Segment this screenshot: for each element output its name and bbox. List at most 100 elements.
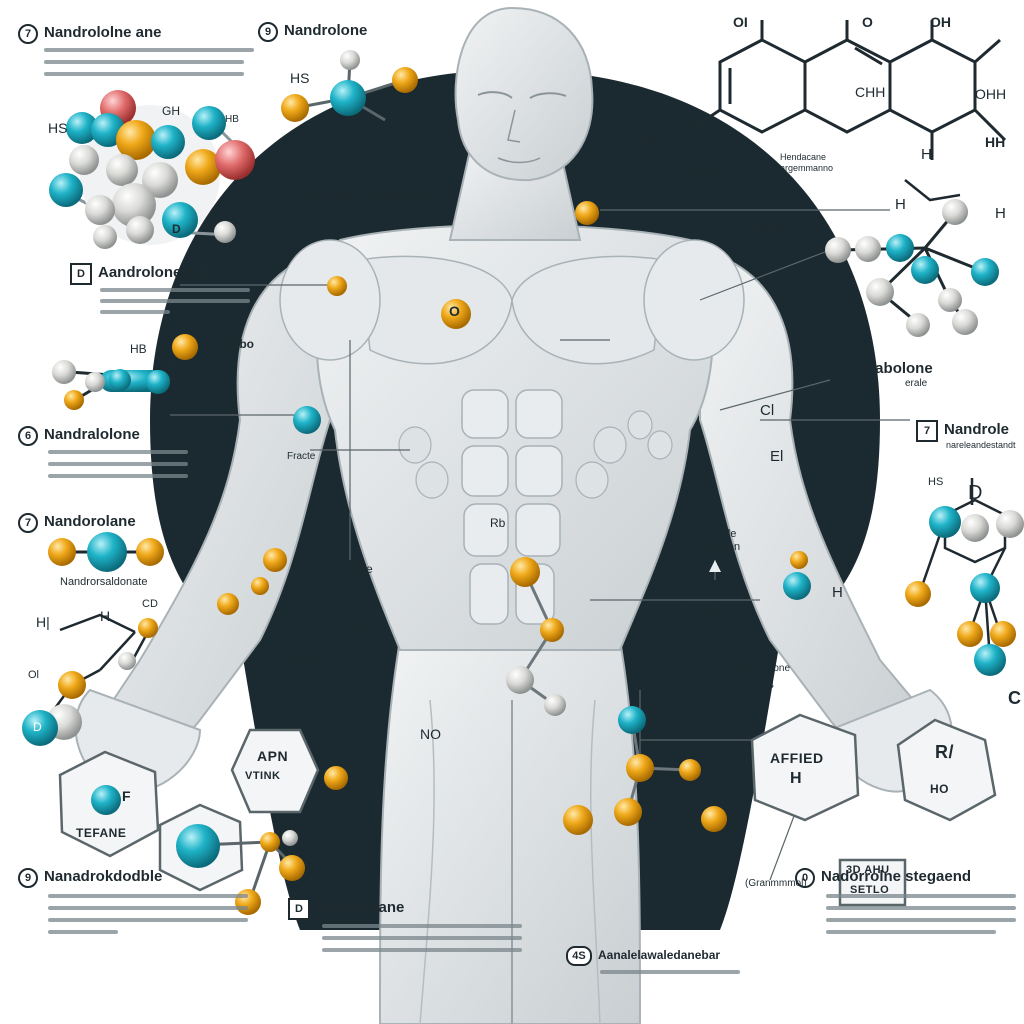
mol-c-r: C (1008, 688, 1021, 708)
panel-1-marker: 7 (18, 24, 38, 44)
label-fracta: Fracte (287, 451, 316, 462)
mol-hs-top: HS (290, 70, 310, 86)
mol-h3: H (995, 205, 1006, 222)
mol-gh: GH (162, 104, 180, 118)
mol-ohh: OHH (975, 86, 1007, 102)
panel-10-header: C– Anabolone (830, 360, 933, 378)
mol-hs2: HS (640, 134, 660, 150)
panel-10-title: Anabolone (855, 360, 933, 377)
hexagon-ahu (838, 858, 907, 907)
mol-ol: Ol (28, 669, 39, 681)
panel-5-marker: 7 (18, 513, 38, 533)
panel-1-header: 7 Nandrololne ane (18, 24, 162, 44)
panel-10-subtitle: erale (905, 378, 928, 389)
hex-rh-l2: HO (930, 782, 949, 796)
panel-5-subtitle: Nandrorsaldonate (60, 576, 148, 588)
mol-oh: OH (930, 14, 951, 30)
panel-2-marker: 9 (258, 22, 278, 42)
right-arm (699, 248, 932, 751)
skeletal-formula (689, 20, 1007, 160)
mol-hl: H| (36, 614, 50, 630)
legs (379, 639, 641, 1024)
panel-11-title: Nandrole (944, 421, 1010, 438)
mol-co: CD (142, 598, 158, 610)
mol-o2: O (862, 14, 873, 30)
mol-o-big: O (449, 303, 460, 319)
label-hplung: Hiplung (333, 617, 374, 631)
panel-2-title: Nandrolone (284, 22, 368, 39)
hex-affied-l1: AFFIED (770, 750, 824, 766)
panel-2-header: 9 Nandrolone (258, 22, 367, 42)
label-el: El (770, 448, 784, 465)
label-deisofire: Hendacane argemmanno (780, 152, 834, 173)
hex-tefane-l2: TEFANE (76, 826, 127, 840)
panel-5-header: 7 Nandorolane (18, 513, 136, 533)
label-rb: Rb (490, 516, 506, 530)
panel-4-marker: 6 (18, 426, 38, 446)
body-atoms (217, 201, 811, 835)
panel-9-marker: 0 (795, 868, 815, 888)
label-cl: Cl (760, 402, 775, 419)
hex-apn-l1: APN (257, 748, 289, 764)
mol-hh-small: HB (225, 114, 239, 125)
hexagon-affied (750, 713, 860, 822)
panel-8-marker: 4S (566, 946, 592, 966)
label-decarbolaw: Decarbolane (270, 655, 327, 666)
label-nolofone: Naloforine (318, 562, 373, 576)
panel-7-header: D Mandlolrane (288, 898, 404, 920)
panel-6-header: 9 Nanadrokdodble (18, 868, 162, 888)
panel-9-title: Nadorrolne stegaend (821, 868, 972, 885)
mol-cho: CHH (855, 84, 886, 100)
mol-h2: H (895, 196, 906, 213)
panel-10-marker: C– (830, 360, 850, 377)
label-balance: Bialaodo (742, 222, 793, 236)
panel-11-subtitle: nareleandestandt (946, 440, 1016, 450)
mol-d-l: D (33, 720, 42, 734)
hex-affied-l2: H (790, 770, 803, 787)
mol-h-side: H (921, 146, 932, 163)
hex-tefane-l1: F (122, 788, 132, 804)
mol-hh2: H (100, 608, 111, 624)
label-grammol: (Granmmmol) (745, 878, 807, 889)
hex-apn-l2: VTINK (245, 770, 281, 782)
panel-5-title: Nandorolane (44, 513, 136, 530)
panel-7-title: Mandlolrane (316, 899, 405, 916)
panel-9-header: 0 Nadorrolne stegaend (795, 868, 971, 888)
panel-1-title: Nandrololne ane (44, 24, 162, 41)
panel-4-header: 6 Nandralolone (18, 426, 140, 446)
mol-d-r: D (968, 482, 983, 504)
panel-4-title: Nandralolone (44, 426, 140, 443)
label-no: NO (420, 726, 441, 742)
mol-ho-left: HS (48, 120, 68, 136)
mol-nhs: NHS (690, 162, 720, 178)
label-handling: Handing (686, 603, 731, 617)
hexagon-apn (230, 728, 320, 814)
label-muscle-meta: Muscle meleden (697, 528, 741, 553)
label-h-arm: H (832, 584, 843, 601)
label-metabolism: Meatrolone (740, 663, 791, 674)
label-hd: HB (760, 680, 774, 691)
mol-o1: OI (733, 14, 748, 30)
mol-b-atom: D (172, 222, 181, 236)
panel-8-header: 4S Aanalelawaledanebar (566, 946, 720, 966)
mol-hh: HH (985, 134, 1006, 150)
left-arm (98, 248, 331, 751)
panel-3-marker: D (70, 263, 92, 285)
mol-hb-left: HB (130, 342, 147, 356)
hexagon-rh (896, 718, 997, 822)
label-cc: CC (290, 670, 305, 681)
panel-11-marker: 7 (916, 420, 938, 442)
panel-7-marker: D (288, 898, 310, 920)
hex-ahu-l2: SETLO (850, 884, 890, 896)
label-muscle-growth: Manabine gracedontion (307, 188, 443, 203)
hex-ahu-l1: 3D AHU (846, 864, 890, 876)
mol-hd-r: HS (928, 476, 944, 488)
panel-8-title: Aanalelawaledanebar (598, 948, 721, 962)
panel-6-marker: 9 (18, 868, 38, 888)
panel-11-header: 7 Nandrole (916, 420, 1009, 442)
label-abbo: ABbo (222, 337, 254, 351)
panel-6-title: Nanadrokdodble (44, 868, 163, 885)
